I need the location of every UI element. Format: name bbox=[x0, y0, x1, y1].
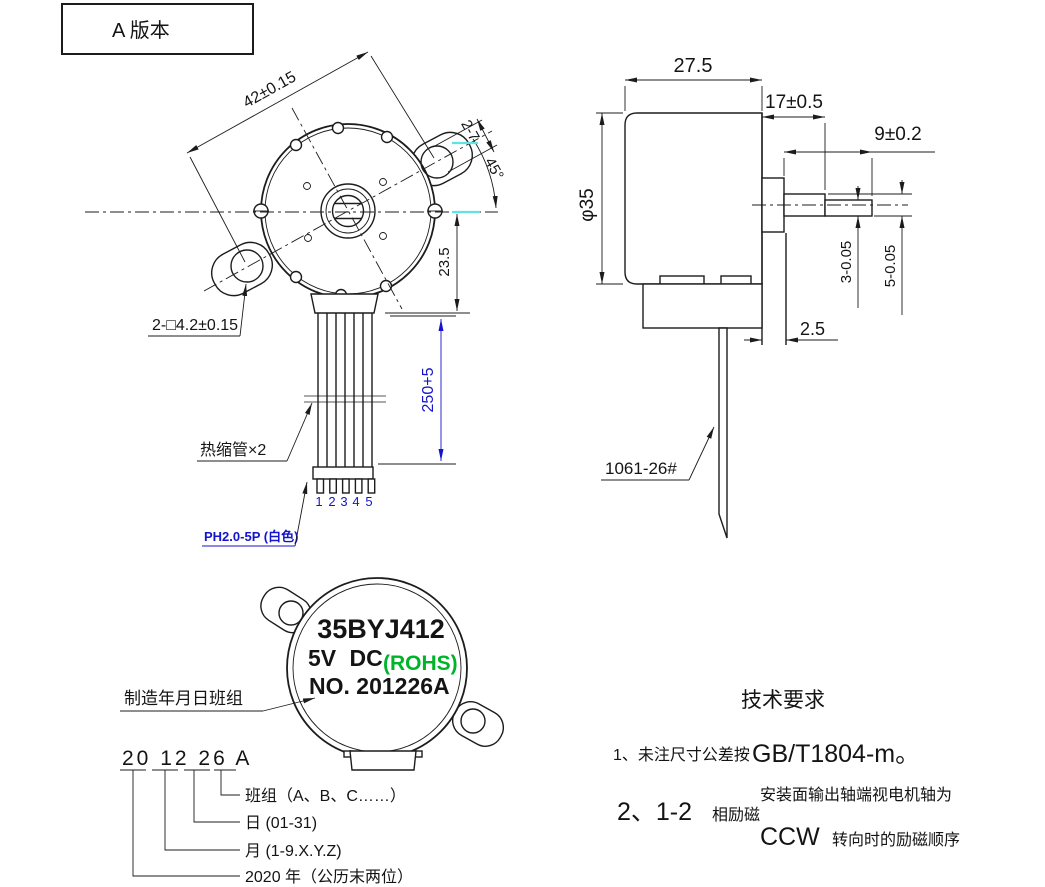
callout-terminal-text: 1061-26# bbox=[605, 459, 677, 478]
callout-date-stamp: 制造年月日班组 bbox=[120, 689, 316, 712]
pin-number-5: 5 bbox=[365, 494, 372, 509]
callout-date-stamp-text: 制造年月日班组 bbox=[124, 689, 243, 708]
tech-note-line2-rest: 转向时的励磁顺序 bbox=[832, 831, 960, 849]
shaft-side bbox=[752, 177, 908, 233]
version-label: A 版本 bbox=[112, 19, 170, 42]
dim-body-dia: φ35 bbox=[577, 112, 623, 285]
highlight-marks bbox=[452, 141, 480, 214]
dim-hole-distance-text: 42±0.15 bbox=[240, 69, 299, 112]
dim-shaft-dia: 5-0.05 bbox=[882, 180, 905, 315]
front-view: 1 2 3 4 5 bbox=[85, 107, 498, 509]
tech-note-line1: 安装面输出轴端视电机轴为 bbox=[760, 786, 952, 804]
heat-shrink-band bbox=[304, 395, 386, 403]
callout-square-hole-text: 2-□4.2±0.15 bbox=[152, 317, 238, 334]
decode-month-text: 月 (1-9.X.Y.Z) bbox=[245, 843, 342, 860]
decode-leader-lines bbox=[132, 770, 240, 877]
pin-number-3: 3 bbox=[340, 494, 347, 509]
dim-shaft-total: 17±0.5 bbox=[762, 92, 826, 190]
tech-note-line2-ccw: CCW bbox=[760, 823, 820, 851]
label-rohs-text: (ROHS) bbox=[383, 652, 458, 675]
dim-center-to-bottom-text: 23.5 bbox=[436, 247, 453, 276]
wire-bundle bbox=[317, 313, 373, 467]
wire-outlet-neck bbox=[310, 293, 379, 314]
dim-wire-length-text: 250+5 bbox=[420, 367, 437, 412]
dim-shaft-ext-text: 9±0.2 bbox=[874, 124, 921, 145]
tech-item2-phase: 相励磁 bbox=[712, 806, 760, 824]
tech-item1-standard: GB/T1804-m。 bbox=[752, 740, 920, 768]
side-view-dimensions: 27.5 17±0.5 9±0.2 φ35 bbox=[577, 55, 935, 481]
label-view: 35BYJ412 5V DC (ROHS) NO. 201226A 制造年月日班… bbox=[120, 577, 505, 771]
terminal-pin bbox=[718, 327, 728, 539]
side-view bbox=[624, 112, 908, 539]
decode-year-text: 2020 年（公历末两位） bbox=[245, 868, 413, 886]
dim-center-to-bottom: 23.5 bbox=[385, 214, 470, 314]
dim-body-dia-text: φ35 bbox=[577, 188, 598, 221]
callout-heat-shrink-text: 热缩管×2 bbox=[200, 441, 266, 459]
terminal-block bbox=[642, 275, 763, 329]
label-serial-text: NO. 201226A bbox=[309, 673, 450, 699]
ear-hole-top-right bbox=[420, 145, 454, 179]
callout-terminal: 1061-26# bbox=[601, 426, 715, 481]
callout-connector: PH2.0-5P (白色) bbox=[202, 481, 308, 547]
callout-square-hole: 2-□4.2±0.15 bbox=[148, 283, 248, 337]
dim-body-length-text: 27.5 bbox=[674, 55, 713, 77]
dim-angle-text: 45° bbox=[481, 155, 507, 183]
date-code-decode: 20 12 26 A 班组（A、B、C……） 日 (01-31) 月 (1-9.… bbox=[120, 747, 413, 886]
pin-number-2: 2 bbox=[328, 494, 335, 509]
label-bottom-tab bbox=[343, 750, 423, 771]
tech-item2-prefix: 2、1-2 bbox=[617, 798, 692, 826]
pin-numbers: 1 2 3 4 5 bbox=[315, 494, 372, 509]
dim-wire-length: 250+5 bbox=[378, 315, 456, 465]
label-voltage-text: 5V DC bbox=[308, 645, 383, 671]
dim-shaft-ext: 9±0.2 bbox=[783, 124, 935, 196]
label-model-text: 35BYJ412 bbox=[317, 614, 445, 644]
callout-heat-shrink: 热缩管×2 bbox=[197, 402, 313, 462]
tech-title: 技术要求 bbox=[741, 689, 825, 712]
side-body bbox=[624, 112, 763, 285]
dim-shaft-flat-text: 3-0.05 bbox=[838, 241, 855, 284]
dim-shaft-dia-text: 5-0.05 bbox=[882, 245, 899, 288]
tech-requirements: 技术要求 1、未注尺寸公差按 GB/T1804-m。 2、1-2 相励磁 安装面… bbox=[613, 689, 960, 851]
pin-number-1: 1 bbox=[315, 494, 322, 509]
decode-day-text: 日 (01-31) bbox=[245, 815, 317, 832]
mounting-ear-bottom-left bbox=[211, 241, 273, 297]
pin-number-4: 4 bbox=[352, 494, 359, 509]
ear-hole-bottom-left bbox=[230, 249, 264, 283]
rivet-dots bbox=[303, 178, 387, 242]
label-ear-hole-bottom-right bbox=[460, 708, 486, 734]
label-ear-hole-top-left bbox=[278, 600, 304, 626]
dim-bracket-thickness: 2.5 bbox=[744, 319, 838, 343]
connector-housing bbox=[312, 466, 376, 494]
decode-shift-text: 班组（A、B、C……） bbox=[245, 787, 406, 805]
version-box: A 版本 bbox=[61, 3, 254, 55]
dim-shaft-total-text: 17±0.5 bbox=[765, 92, 823, 113]
date-code-text: 20 12 26 A bbox=[122, 747, 252, 770]
dim-bracket-thickness-text: 2.5 bbox=[800, 319, 825, 339]
callout-connector-text: PH2.0-5P (白色) bbox=[204, 529, 298, 544]
shaft-hub bbox=[320, 183, 376, 239]
dim-shaft-flat: 3-0.05 bbox=[828, 186, 912, 308]
motor-body-outline bbox=[260, 123, 436, 299]
dim-body-length: 27.5 bbox=[624, 55, 763, 111]
tech-item1-prefix: 1、未注尺寸公差按 bbox=[613, 746, 750, 764]
